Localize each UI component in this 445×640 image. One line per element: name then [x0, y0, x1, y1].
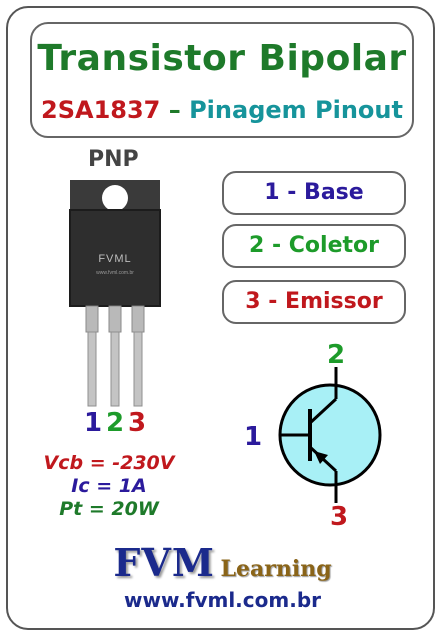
symbol-number-base: 1 [244, 422, 263, 452]
pin-label-collector: 2 - Coletor [222, 224, 406, 268]
subtitle-dash: – [168, 96, 181, 124]
pin-label-emitter: 3 - Emissor [222, 280, 406, 324]
title-box: Transistor Bipolar 2SA1837 – Pinagem Pin… [30, 22, 414, 138]
emitter-arrow-icon [314, 451, 328, 464]
transistor-package-image: FVML www.fvml.com.br [69, 180, 161, 407]
pin-number-1: 1 [84, 408, 103, 438]
transistor-type-label: PNP [88, 147, 139, 172]
logo-sub-text: Learning [220, 556, 332, 582]
package-body [70, 210, 160, 306]
package-marking: FVML [98, 253, 131, 265]
pin-number-2: 2 [106, 408, 125, 438]
symbol-number-collector: 2 [327, 340, 346, 370]
pinout-label: Pinagem Pinout [189, 96, 403, 124]
spec-vcb: Vcb = -230V [43, 452, 175, 474]
page-title: Transistor Bipolar [37, 38, 407, 79]
spec-pt: Pt = 20W [59, 498, 159, 520]
mounting-hole-icon [102, 185, 128, 211]
symbol-number-emitter: 3 [330, 502, 349, 532]
lead-emitter [133, 331, 143, 407]
lead-base [87, 331, 97, 407]
pin-number-3: 3 [128, 408, 147, 438]
logo-main-text: FVM [113, 540, 215, 585]
package-small-text: www.fvml.com.br [96, 270, 134, 276]
model-number: 2SA1837 [41, 96, 161, 124]
website-link[interactable]: www.fvml.com.br [124, 588, 321, 612]
lead-collector [110, 331, 120, 407]
subtitle: 2SA1837 – Pinagem Pinout [32, 96, 412, 124]
pin-label-base: 1 - Base [222, 171, 406, 215]
fvm-learning-logo: FVM Learning [0, 540, 445, 585]
spec-ic: Ic = 1A [71, 475, 147, 497]
pnp-symbol-icon [278, 367, 382, 503]
